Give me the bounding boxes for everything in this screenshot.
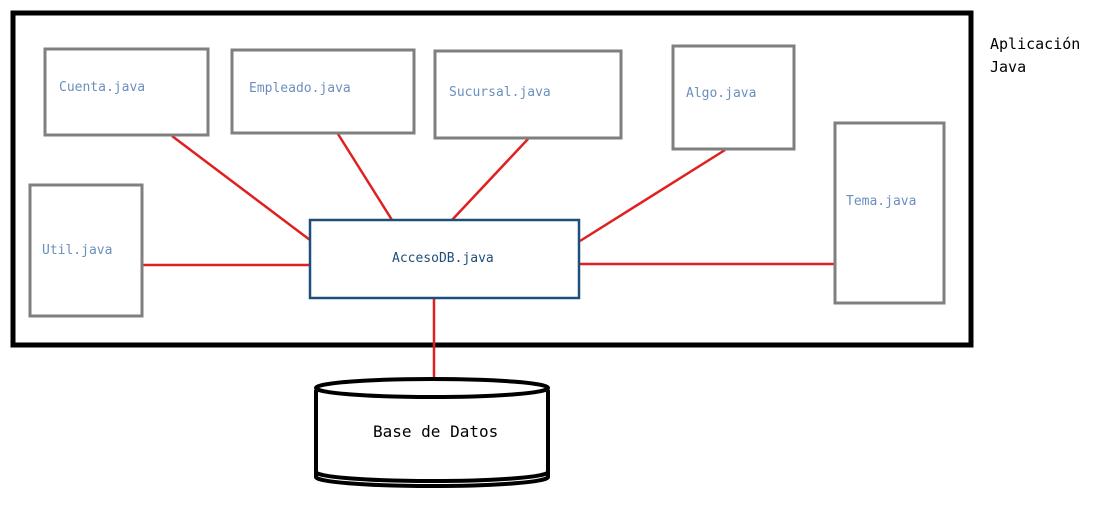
file-box-algo: Algo.java (671, 44, 796, 151)
app-label-line1: Aplicación (990, 35, 1080, 53)
link-algo (579, 148, 726, 243)
main-label: AccesoDB.java (392, 251, 494, 266)
connectors (143, 133, 835, 392)
file-box-empleado: Empleado.java (230, 48, 416, 135)
file-label-util: Util.java (42, 243, 112, 258)
app-label-line2: Java (990, 58, 1026, 76)
database-label: Base de Datos (373, 422, 498, 441)
file-box-tema: Tema.java (833, 121, 946, 305)
file-label-empleado: Empleado.java (249, 81, 351, 96)
file-label-sucursal: Sucursal.java (449, 85, 551, 100)
application-frame (10, 10, 974, 348)
file-box-util: Util.java (28, 183, 144, 318)
file-label-cuenta: Cuenta.java (59, 80, 145, 95)
link-empleado (336, 133, 394, 221)
file-label-algo: Algo.java (686, 86, 756, 101)
file-label-tema: Tema.java (846, 194, 916, 209)
link-cuenta (171, 135, 311, 241)
file-box-cuenta: Cuenta.java (43, 47, 210, 137)
database-cylinder: Base de Datos (314, 377, 550, 488)
file-box-sucursal: Sucursal.java (433, 49, 623, 140)
main-box-accesodb: AccesoDB.java (308, 218, 581, 300)
link-sucursal (451, 138, 529, 221)
